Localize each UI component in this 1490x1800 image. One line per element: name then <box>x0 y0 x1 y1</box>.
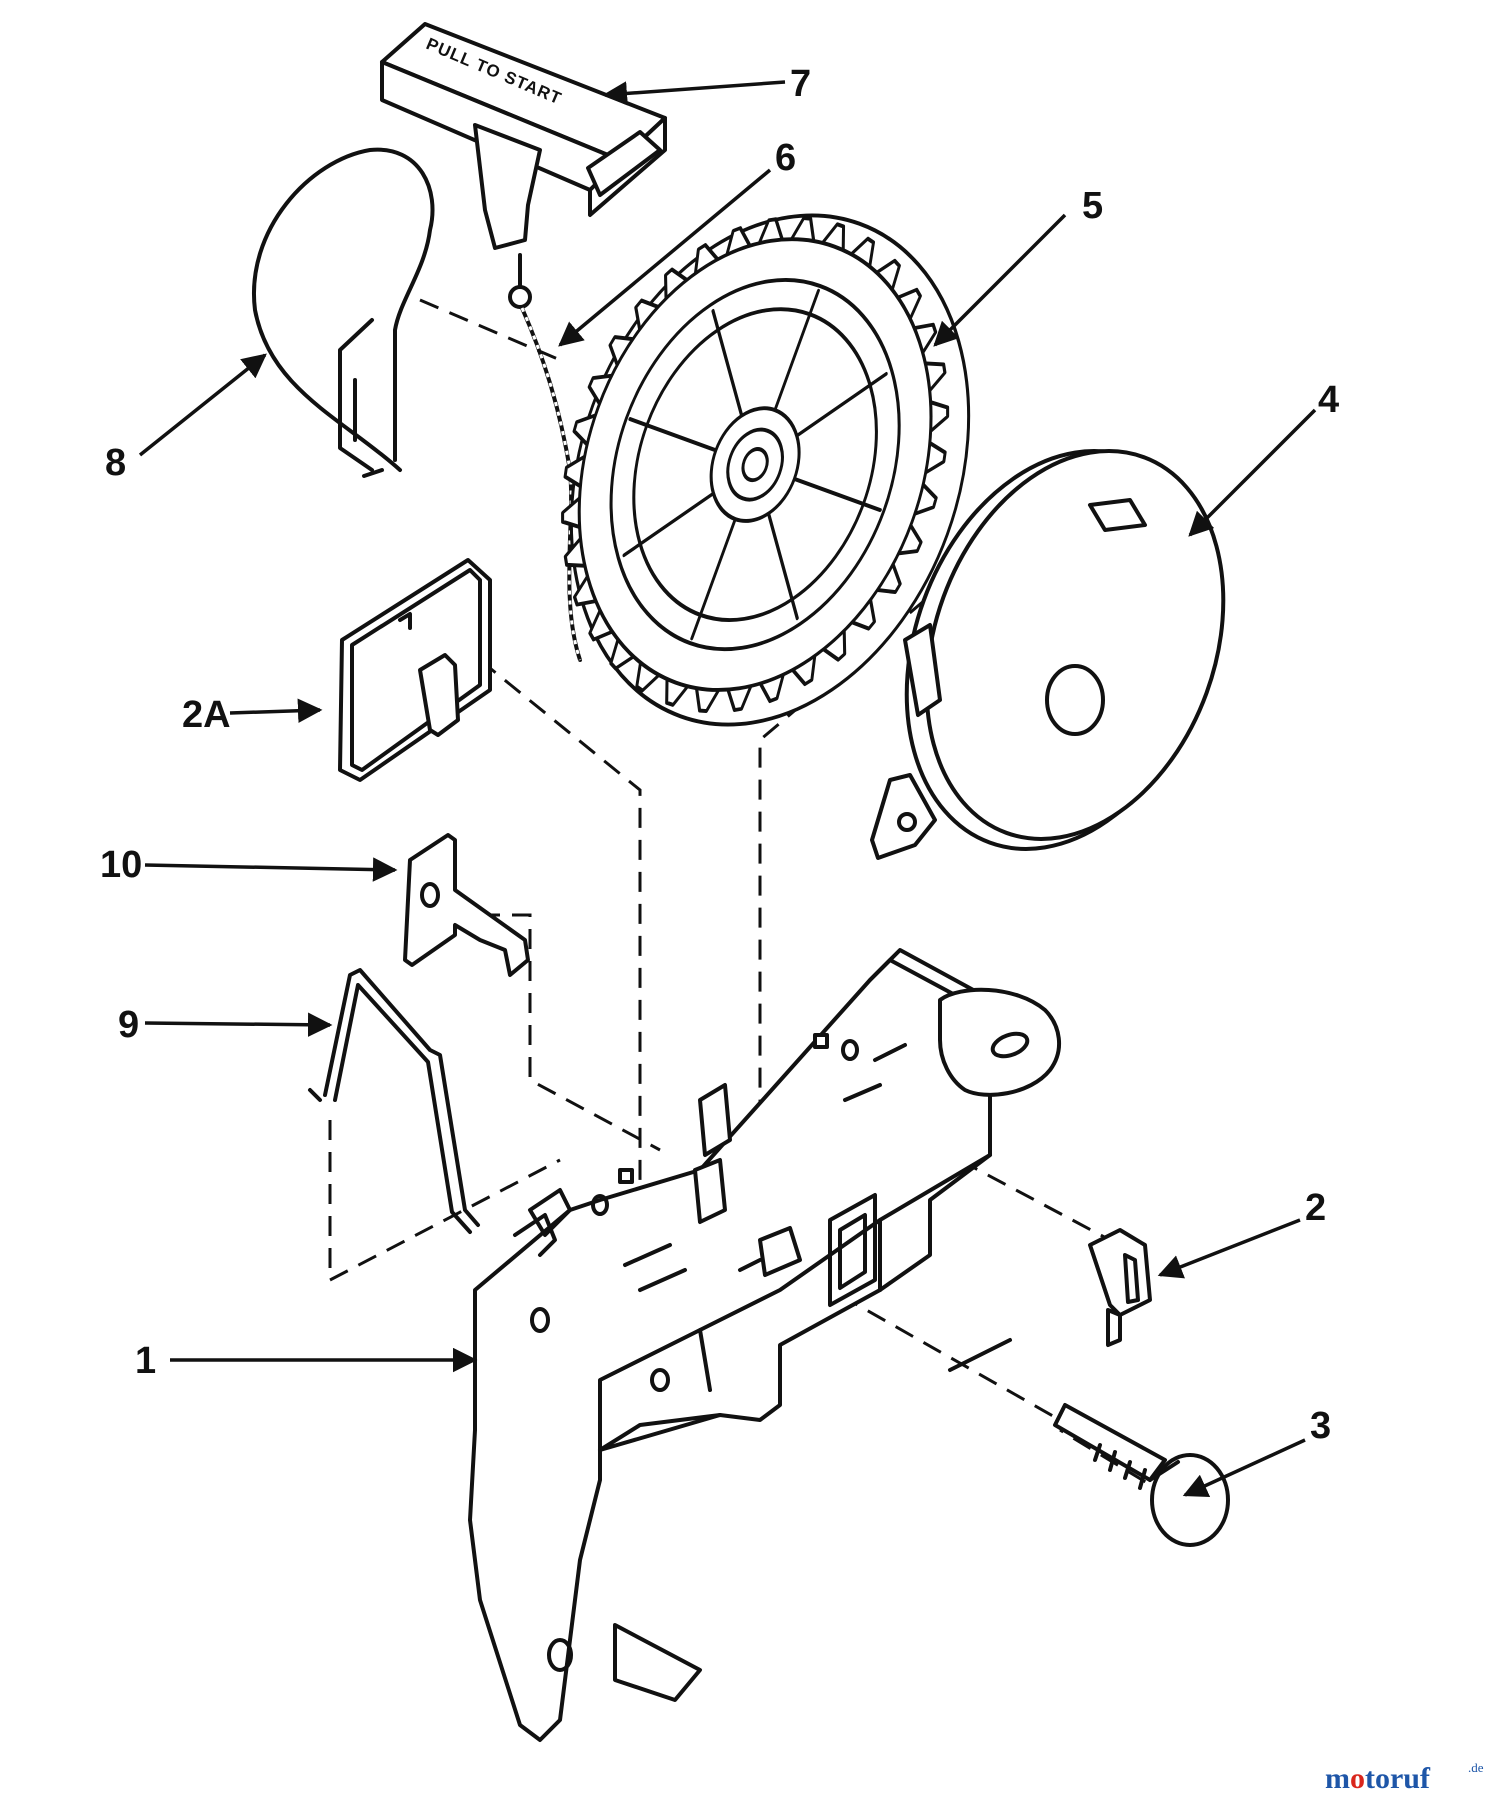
starter-handle-part-7: PULL TO START <box>380 22 667 250</box>
assembly-dashed-lines <box>328 298 1201 1517</box>
wire-spring-part-9 <box>308 968 480 1234</box>
watermark-rest: toruf <box>1365 1762 1431 1795</box>
watermark-o: o <box>1350 1762 1365 1795</box>
callout-7: 7 <box>790 63 811 105</box>
callout-1: 1 <box>135 1340 156 1382</box>
clip-part-2 <box>1088 1228 1152 1347</box>
bracket-part-1 <box>468 948 1062 1742</box>
starter-rope-part-6 <box>508 253 582 662</box>
callout-8: 8 <box>105 442 126 484</box>
svg-text:motoruf: motoruf <box>1325 1762 1431 1795</box>
callout-3: 3 <box>1310 1405 1331 1447</box>
wire-link-part-8 <box>251 147 435 478</box>
callout-2A: 2A <box>182 694 231 736</box>
watermark-logo: motoruf .de <box>1325 1760 1484 1795</box>
spring-housing-part-4 <box>870 449 1226 860</box>
pulley-gear-part-5 <box>561 213 971 727</box>
callout-5: 5 <box>1082 185 1103 227</box>
callout-labels: 7 6 5 4 8 2A 10 9 1 2 3 <box>100 63 1339 1447</box>
callout-leaders <box>138 80 1317 1497</box>
callout-4: 4 <box>1318 379 1339 421</box>
cover-plate-part-2A <box>338 558 492 782</box>
pawl-part-10 <box>403 833 530 977</box>
callout-10: 10 <box>100 844 142 886</box>
callout-9: 9 <box>118 1004 139 1046</box>
pin-part-3 <box>1053 1403 1230 1547</box>
watermark-suffix: .de <box>1468 1760 1484 1775</box>
callout-6: 6 <box>775 137 796 179</box>
watermark-m: m <box>1325 1762 1350 1795</box>
callout-2: 2 <box>1305 1187 1326 1229</box>
